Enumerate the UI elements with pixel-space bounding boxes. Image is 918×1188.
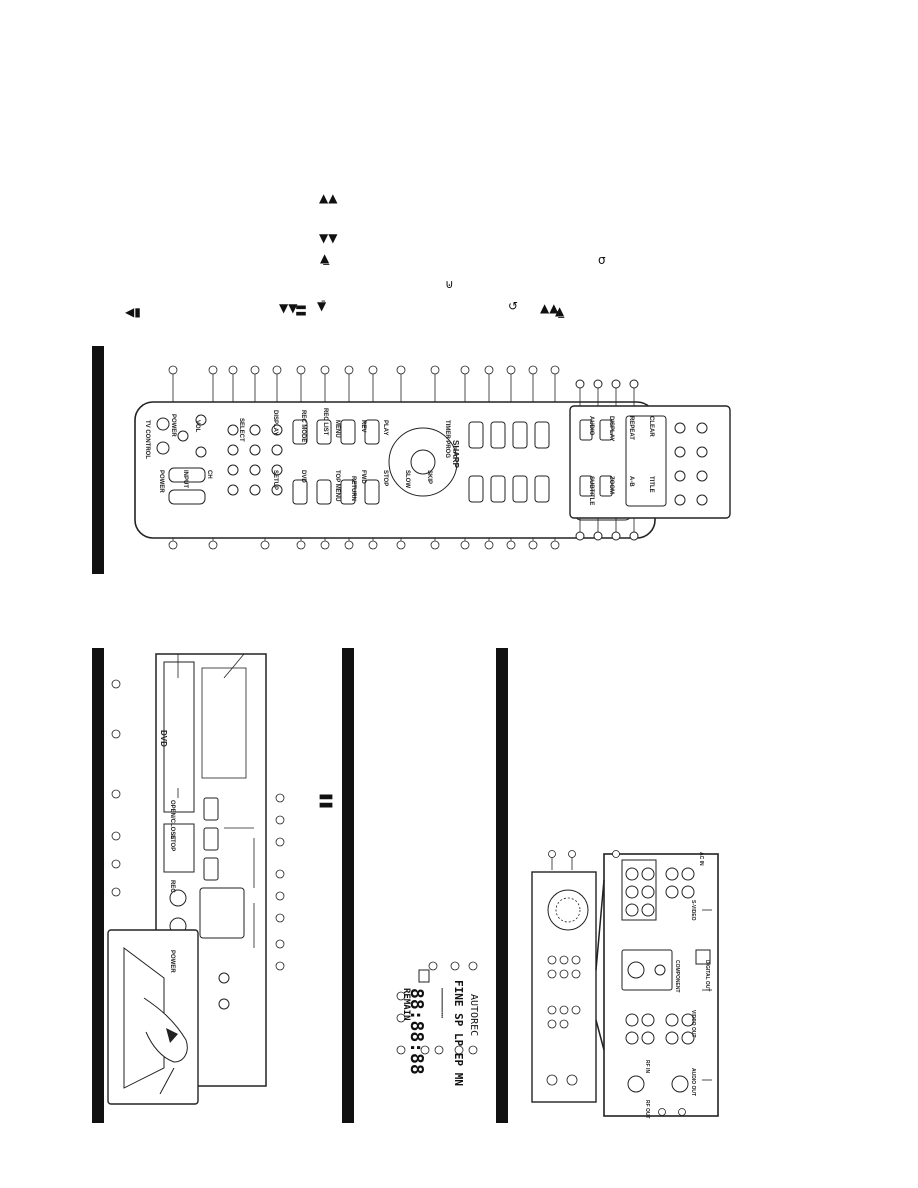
display-callouts [396, 961, 478, 1055]
rear-label-s-video: S-VIDEO [690, 900, 696, 921]
remote-control-illustration [134, 365, 656, 550]
remote-label-ch: CH [206, 470, 212, 479]
step-back-symbol: ◀▮ [125, 305, 141, 319]
remote-label-power-tv: POWER [158, 470, 164, 493]
flap-label-audio: AUDIO [588, 416, 594, 436]
rear-label-digital-out: DIGITAL OUT [704, 960, 710, 992]
rear-label-audio-out: AUDIO OUT [690, 1068, 696, 1097]
rear-label-ac-in: AC IN [698, 852, 704, 866]
front-label-open-close: OPEN/CLOSE [169, 800, 175, 840]
remote-label-return: RETURN [350, 476, 356, 501]
remote-label-menu: MENU [334, 420, 340, 438]
front-label-power: POWER [169, 950, 175, 973]
down-bar-symbol: ▼̄ [317, 299, 327, 313]
up-double-symbol: ▲▲ [319, 191, 338, 205]
display-panel: REMAIN 88:88:88 ⋯⋯⋯⋯⋯ FINE SP LP EP MN A… [395, 958, 489, 1086]
flap-label-clear: CLEAR [648, 416, 654, 437]
equals-divider-symbol: 〓 [318, 792, 335, 811]
remote-label-dvd: DVD [300, 470, 306, 483]
remote-label-play: PLAY [382, 420, 388, 436]
flap-label-zoom: ZOOM [608, 476, 614, 494]
remote-label-rev: REV [360, 420, 366, 433]
front-label-rec: REC [169, 880, 175, 893]
up-arrow-symbol: ▲▲ [540, 301, 559, 315]
flap-label-repeat: REPEAT [628, 416, 634, 440]
remote-flap-illustration [569, 379, 731, 541]
up-bar-symbol: ▲̲ [320, 251, 330, 265]
repeat-symbol: ↺ [508, 299, 519, 313]
remote-label-skip: SKIP [426, 470, 432, 485]
remote-label-timer-prog: TIMER PROG [444, 420, 450, 459]
remote-label-select: SELECT [238, 418, 244, 442]
remote-label-stop: STOP [382, 470, 388, 487]
flap-label-subtitle: SUBTITLE [588, 476, 594, 506]
remote-label-top-menu: TOP MENU [334, 470, 340, 502]
equals-symbol: 〓 [295, 304, 308, 318]
down-double-symbol: ▼▼ [319, 231, 338, 245]
remote-label-fwd: FWD [360, 470, 366, 484]
rear-label-video-out: VIDEO OUT [690, 1010, 696, 1038]
front-label-dvd: DVD [159, 730, 168, 747]
display-modes: FINE SP LP EP MN [452, 980, 465, 1086]
eject-symbol: ▲̲ [555, 304, 565, 318]
sigma-symbol: σ [598, 253, 606, 267]
section-tab-rear-panel [496, 648, 508, 1123]
down-arrow-symbol: ▼▼ [279, 301, 298, 315]
rear-label-rf-in: RF IN [644, 1060, 650, 1074]
remote-label-display: DISPLAY [272, 410, 278, 436]
remote-label-setup: SETUP [272, 470, 278, 491]
flap-label-a-b: A-B [628, 476, 634, 487]
undo-symbol: ⊍ [445, 277, 454, 291]
remote-brand-logo: SHARP [451, 440, 460, 469]
flap-label-title: TITLE [648, 476, 654, 493]
remote-label-input: INPUT [182, 470, 188, 488]
remote-label-slow: SLOW [404, 470, 410, 488]
flap-label-display: DISPLAY [608, 416, 614, 442]
section-tab-front-panel [92, 648, 104, 1123]
remote-label-rec-list: REC LIST [322, 408, 328, 436]
rear-label-rf-out: RF OUT [644, 1100, 650, 1119]
rear-panel-illustration [531, 850, 719, 1117]
remote-label-rec-mode: REC MODE [300, 410, 306, 443]
section-tab-display [342, 648, 354, 1123]
remote-label-vol: VOL [194, 420, 200, 433]
remote-label-tv-control: TV CONTROL [144, 420, 150, 459]
remote-label-power: POWER [170, 414, 176, 437]
display-dots: ⋯⋯⋯⋯⋯ [436, 988, 447, 1019]
section-tab-remote [92, 346, 104, 574]
rear-label-component: COMPONENT [674, 960, 680, 993]
display-digits: 88:88:88 [406, 988, 427, 1075]
front-panel-illustration [107, 653, 285, 1105]
display-autorec: AUTOREC [468, 994, 479, 1037]
